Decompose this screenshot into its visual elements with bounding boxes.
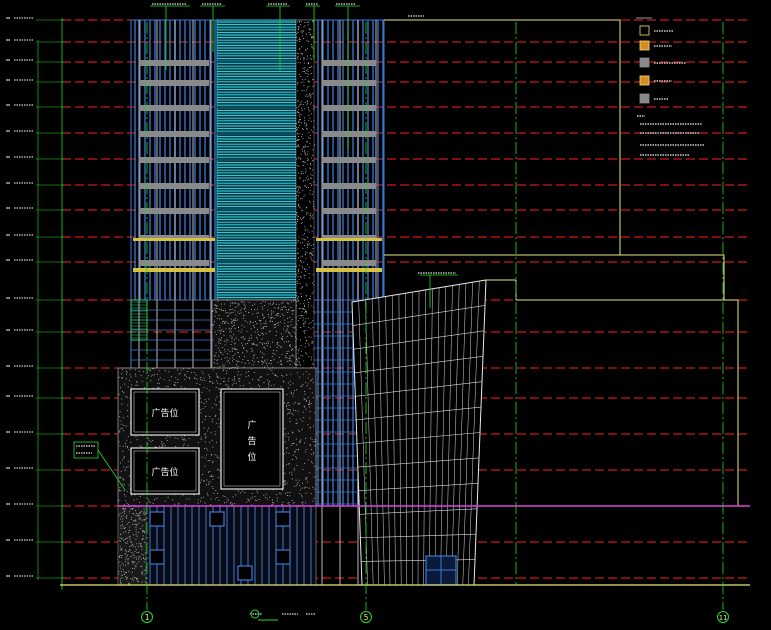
legend-swatch-1	[639, 25, 650, 36]
legend	[636, 17, 704, 156]
billboard-right-char-2: 告	[247, 435, 256, 447]
curved-podium	[351, 279, 487, 586]
tower-cyan-curtain-wall	[216, 19, 297, 301]
illegible-notes	[76, 3, 456, 615]
podium-stone-block	[117, 299, 317, 586]
axis-bubble-1	[141, 611, 153, 623]
podium-base-glazing	[117, 505, 312, 586]
rear-tower-outline	[384, 19, 654, 256]
legend-swatch-3	[639, 57, 650, 68]
billboard-left-top	[130, 388, 200, 436]
billboard-left-bottom-label: 广告位	[151, 466, 178, 478]
legend-swatch-4	[639, 75, 650, 86]
left-dimension-axis	[6, 17, 64, 590]
annotation-leaders	[73, 5, 458, 491]
left-note-box	[73, 441, 99, 459]
legend-scribbles	[637, 30, 704, 156]
legend-swatch-5	[639, 93, 650, 104]
billboard-right-char-1: 广	[247, 419, 256, 431]
building-outlines	[384, 19, 739, 506]
vertical-grid-axes	[146, 22, 724, 610]
title-block	[250, 609, 278, 621]
billboard-right-char-3: 位	[247, 451, 256, 463]
billboard-left-bottom	[130, 447, 200, 495]
billboard-left-top-label: 广告位	[151, 407, 178, 419]
tower-left-bay	[130, 20, 216, 368]
curved-podium-grid	[352, 281, 486, 586]
svg-text:5: 5	[364, 613, 369, 622]
billboard-right	[220, 388, 284, 490]
svg-text:1: 1	[145, 613, 150, 622]
billboard-group: 广告位 广告位 广 告 位	[130, 388, 284, 495]
svg-text:11: 11	[719, 614, 727, 622]
legend-swatch-2	[639, 40, 650, 51]
grid-bubbles: 1 5 11	[141, 611, 729, 623]
axis-bubble-11	[717, 611, 729, 623]
axis-bubble-5	[360, 611, 372, 623]
